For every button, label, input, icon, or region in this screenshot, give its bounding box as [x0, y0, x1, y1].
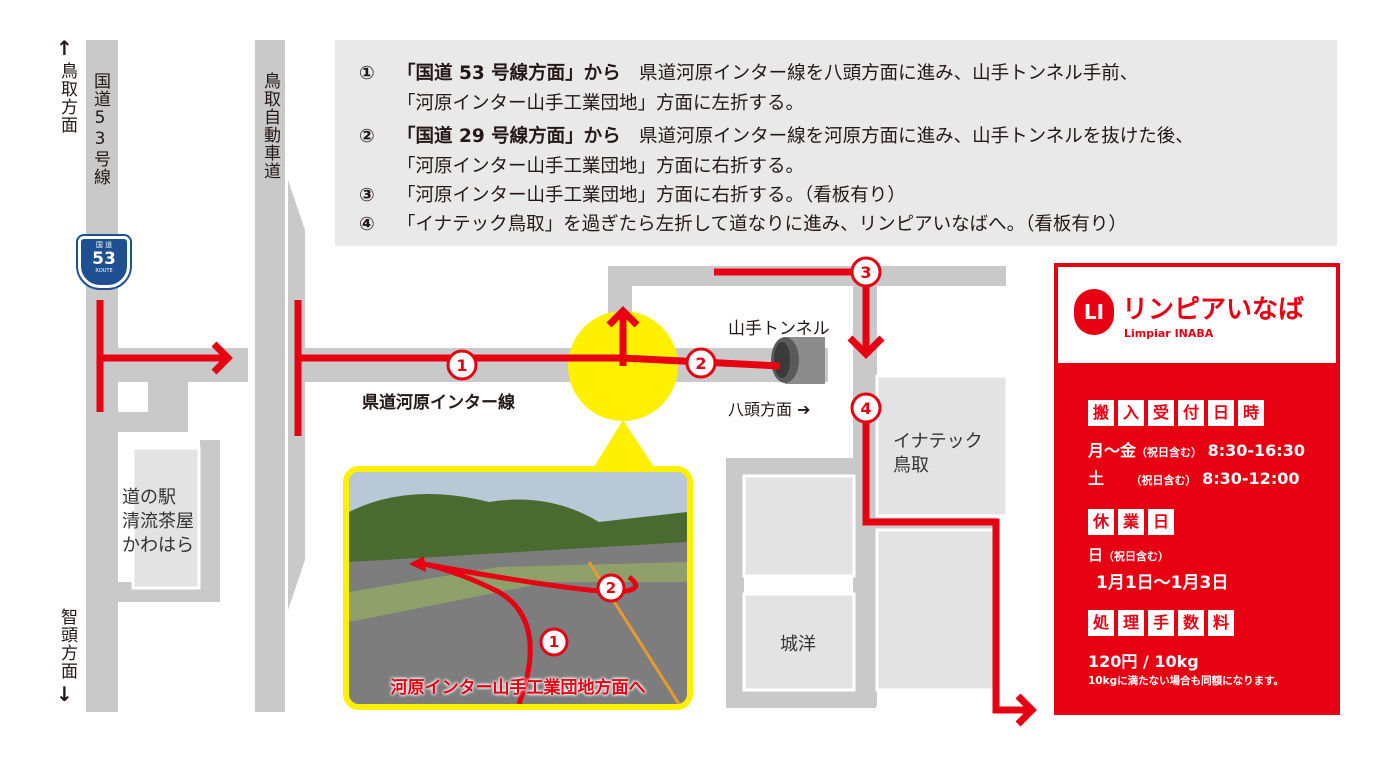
joyo-label: 城洋: [780, 634, 816, 655]
shield-bottom: ROUTE: [95, 268, 113, 274]
road-name-label: 県道河原インター線: [362, 393, 515, 413]
fee-amount: 120円 / 10kg: [1088, 652, 1199, 671]
marker-4-label: 4: [860, 399, 871, 418]
marker-1: 1: [446, 349, 478, 381]
marker-1-label: 1: [456, 356, 467, 375]
instruction-2: ②「国道 29 号線方面」から 県道河原インター線を河原方面に進み、山手トンネル…: [359, 126, 1194, 147]
joyo-block: [742, 592, 856, 692]
south-arrow-icon: ↓: [56, 682, 73, 706]
inatec-block: [875, 374, 1009, 518]
holiday-day: 日（祝日含む）: [1088, 546, 1170, 564]
north-direction-label: 鳥取方面: [57, 62, 77, 134]
hours-heading: 搬入受付日時: [1088, 400, 1268, 426]
inatec-label: イナテック 鳥取: [893, 431, 983, 476]
marker-3-label: 3: [860, 263, 871, 282]
marker-3: 3: [850, 256, 882, 288]
instruction-2-cont: 「河原インター山手工業団地」方面に右折する。: [397, 156, 805, 177]
holiday-dates: 1月1日～1月3日: [1096, 573, 1229, 593]
logo-area: LI リンピアいなば Limpiar INABA: [1058, 267, 1336, 363]
instruction-1-cont: 「河原インター山手工業団地」方面に左折する。: [397, 93, 805, 114]
fee-note: 10kgに満たない場合も同額になります。: [1088, 675, 1285, 687]
shield-top: 国 道: [95, 241, 113, 249]
photo-marker-1: 1: [549, 633, 559, 651]
fee-heading: 処理手数料: [1088, 610, 1238, 636]
directions-panel: ①「国道 53 号線方面」から 県道河原インター線を八頭方面に進み、山手トンネル…: [335, 40, 1337, 246]
expressway-road: [255, 40, 285, 712]
photo-caption: 河原インター山手工業団地方面へ: [390, 678, 646, 698]
instruction-3: ③「河原インター山手工業団地」方面に右折する。（看板有り）: [359, 185, 906, 206]
tunnel-icon: [771, 337, 825, 384]
facility-info-panel: LI リンピアいなば Limpiar INABA 搬入受付日時 月～金（祝日含む…: [1054, 263, 1340, 715]
logo-mark-icon: LI: [1074, 289, 1114, 335]
expressway-label: 鳥取自動車道: [260, 72, 280, 180]
marker-2: 2: [685, 347, 717, 379]
michinoeki-label: 道の駅 清流茶屋 かわはら: [122, 487, 194, 556]
saturday-hours: 土 （祝日含む） 8:30-12:00: [1088, 469, 1300, 488]
hatto-direction-label: 八頭方面 ➔: [728, 400, 811, 419]
south-direction-label: 智頭方面: [57, 608, 77, 680]
route-53-shield-icon: 国 道 53 ROUTE: [78, 236, 130, 288]
instruction-4: ④「イナテック鳥取」を過ぎたら左折して道なりに進み、リンピアいなばへ。（看板有り…: [359, 214, 1127, 235]
north-arrow-icon: ↑: [56, 36, 73, 60]
logo-name: リンピアいなば: [1122, 295, 1305, 325]
route-53-label: 国道53号線: [90, 72, 110, 186]
tunnel-label: 山手トンネル: [728, 319, 830, 339]
marker-2-label: 2: [695, 354, 706, 373]
logo-sub: Limpiar INABA: [1124, 327, 1214, 340]
marker-4: 4: [850, 392, 882, 424]
instruction-1: ①「国道 53 号線方面」から 県道河原インター線を八頭方面に進み、山手トンネル…: [359, 63, 1139, 84]
junction-photo-image: 1 2: [349, 472, 687, 704]
photo-marker-2: 2: [606, 579, 616, 597]
weekday-hours: 月～金（祝日含む） 8:30-16:30: [1088, 441, 1305, 460]
holiday-heading: 休業日: [1088, 509, 1178, 535]
shield-number: 53: [92, 249, 116, 269]
junction-photo: 1 2 河原インター山手工業団地方面へ: [343, 466, 693, 710]
michinoeki-block: [131, 446, 201, 590]
